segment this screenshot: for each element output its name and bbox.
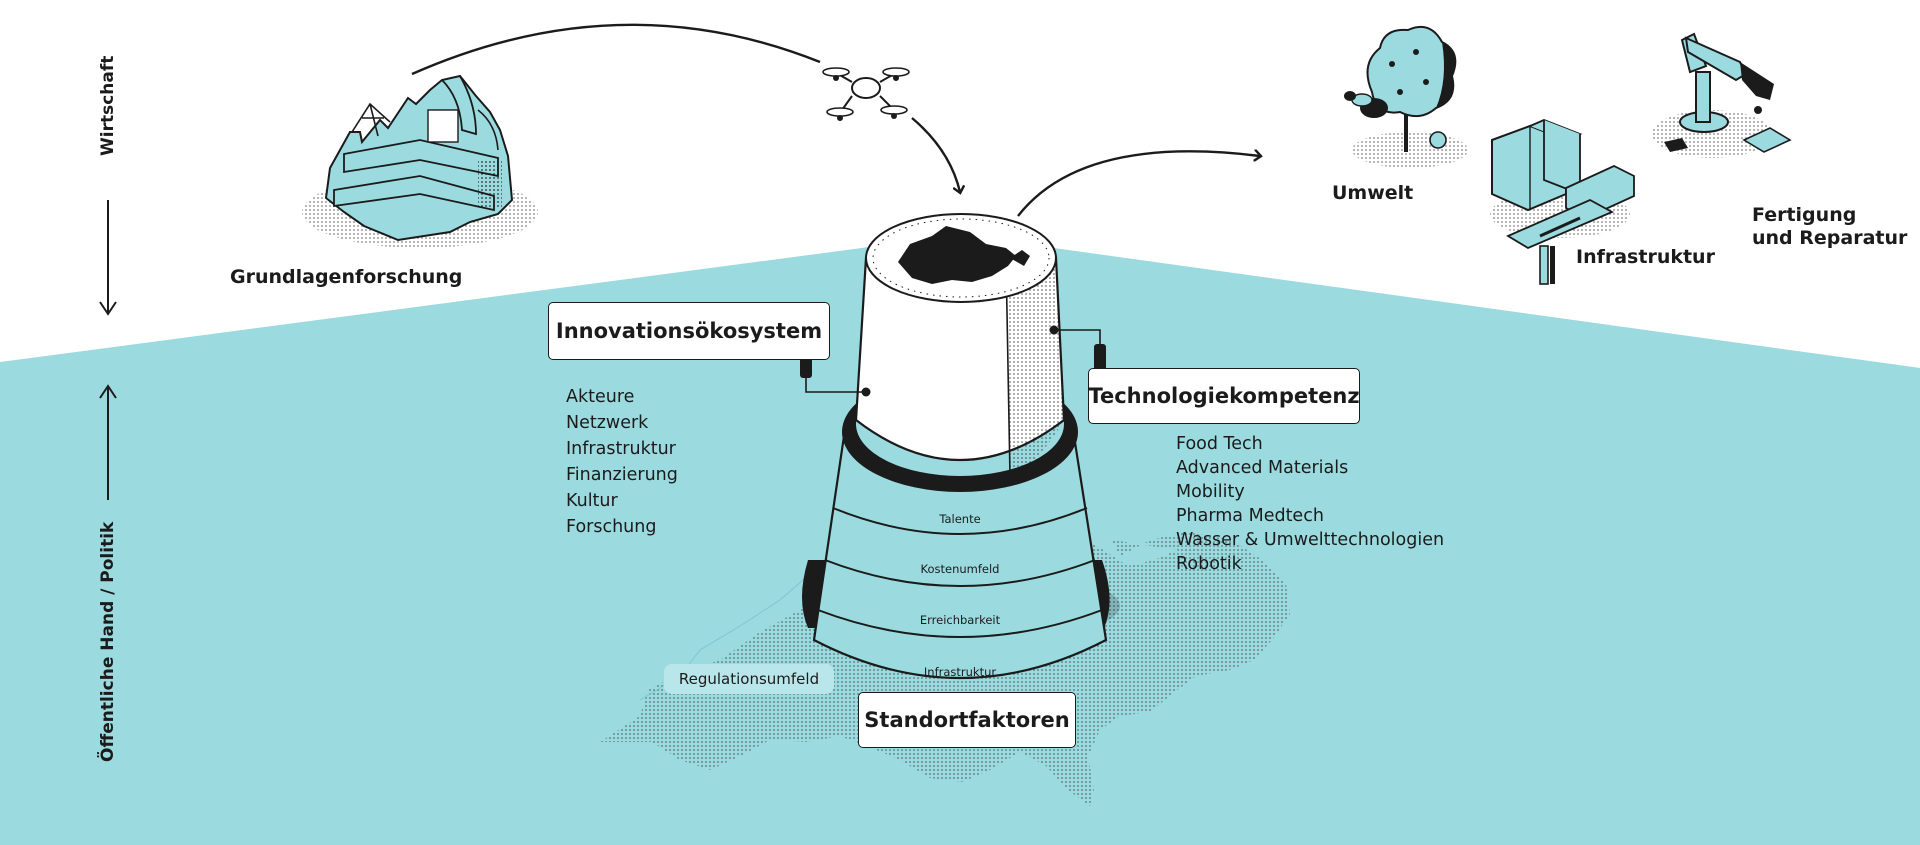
axis-label-economy: Wirtschaft — [98, 55, 118, 156]
infrastructure-illustration — [1490, 119, 1635, 285]
list-item: Netzwerk — [566, 413, 649, 433]
list-item: Forschung — [566, 517, 657, 537]
list-item: Infrastruktur — [566, 439, 676, 459]
list-item: Mobility — [1176, 482, 1245, 502]
axis-label-public-sector: Öffentliche Hand / Politik — [98, 521, 118, 762]
technology-connector — [1049, 325, 1106, 372]
list-item: Akteure — [566, 387, 635, 407]
layer-label-talents: Talente — [938, 512, 980, 526]
list-item: Robotik — [1176, 554, 1242, 574]
list-item: Pharma Medtech — [1176, 506, 1324, 526]
environment-illustration — [1344, 26, 1468, 168]
label-infrastructure: Infrastruktur — [1576, 246, 1715, 268]
list-item: Finanzierung — [566, 465, 678, 485]
list-item: Wasser & Umwelttechnologien — [1176, 530, 1445, 550]
ecosystem-title-box: Innovationsökosystem — [548, 302, 830, 360]
location-title-box: Standortfaktoren — [858, 692, 1076, 748]
label-manufacturing-line2: und Reparatur — [1752, 227, 1908, 249]
list-item: Food Tech — [1176, 434, 1263, 454]
label-basic-research: Grundlagenforschung — [230, 266, 463, 288]
label-manufacturing-line1: Fertigung — [1752, 204, 1857, 226]
axis-arrows — [99, 200, 117, 500]
layer-label-cost: Kostenumfeld — [921, 562, 1000, 576]
innovation-cone — [802, 213, 1120, 680]
label-environment: Umwelt — [1332, 182, 1414, 204]
manufacturing-illustration — [1652, 32, 1792, 158]
regulation-label: Regulationsumfeld — [664, 664, 834, 694]
list-item: Kultur — [566, 491, 618, 511]
flow-arrows — [411, 23, 1260, 217]
layer-label-accessibility: Erreichbarkeit — [920, 613, 1001, 627]
label-manufacturing: Fertigung und Reparatur — [1752, 204, 1907, 250]
research-building-illustration — [302, 74, 538, 248]
ecosystem-list: Akteure Netzwerk Infrastruktur Finanzier… — [566, 384, 678, 540]
layer-label-infrastructure: Infrastruktur — [924, 665, 996, 679]
drone-illustration — [822, 67, 910, 121]
list-item: Advanced Materials — [1176, 458, 1349, 478]
technology-title-box: Technologiekompetenz — [1088, 368, 1360, 424]
technology-list: Food Tech Advanced Materials Mobility Ph… — [1176, 432, 1444, 576]
